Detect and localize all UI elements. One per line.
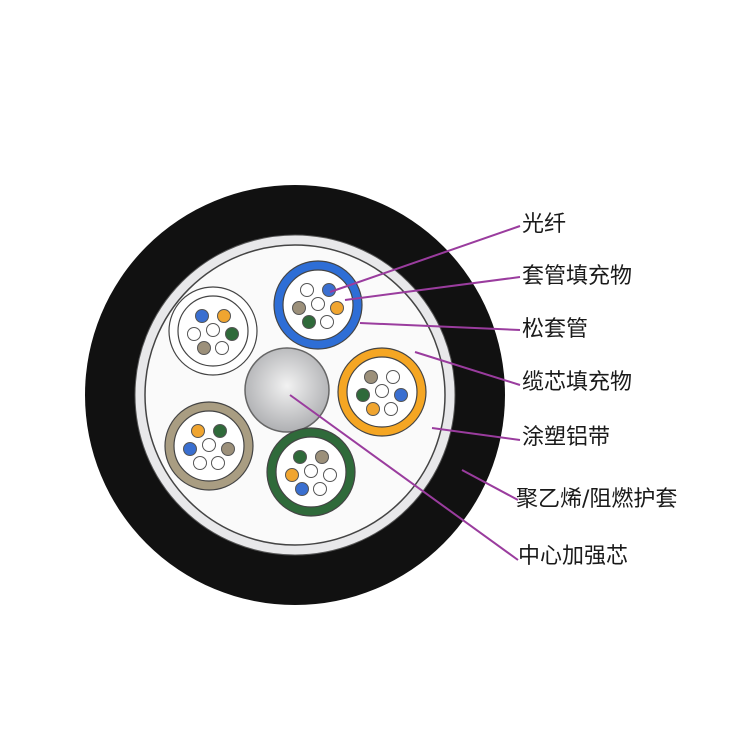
optical-fiber [311, 297, 325, 311]
optical-fiber [195, 309, 209, 323]
loose-tube-orange [337, 347, 427, 437]
optical-fiber [315, 450, 329, 464]
optical-fiber [183, 442, 197, 456]
leader-lines [289, 225, 521, 561]
leader-line-fiber [329, 225, 521, 293]
optical-fiber [384, 402, 398, 416]
label-core-filler: 缆芯填充物 [522, 370, 633, 395]
label-strength-member: 中心加强芯 [518, 544, 629, 569]
optical-fiber [320, 315, 334, 329]
optical-fiber [221, 442, 235, 456]
optical-fiber [293, 450, 307, 464]
optical-fiber [366, 402, 380, 416]
optical-fiber [202, 438, 216, 452]
loose-tube-white [168, 286, 258, 376]
leader-line-tube-filler [344, 276, 521, 301]
optical-fiber [295, 482, 309, 496]
leader-line-loose-tube [359, 322, 521, 331]
optical-fiber [375, 384, 389, 398]
optical-fiber [215, 341, 229, 355]
optical-fiber [206, 323, 220, 337]
central-strength-member [244, 347, 330, 433]
optical-fiber [313, 482, 327, 496]
leader-line-aluminum-tape [431, 427, 521, 441]
optical-fiber [285, 468, 299, 482]
optical-fiber [213, 424, 227, 438]
leader-line-core-filler [414, 351, 521, 386]
optical-fiber [356, 388, 370, 402]
loose-tube-blue [273, 260, 363, 350]
optical-fiber [197, 341, 211, 355]
optical-fiber [330, 301, 344, 315]
label-loose-tube: 松套管 [522, 317, 589, 342]
optical-fiber [323, 468, 337, 482]
optical-fiber [191, 424, 205, 438]
optical-fiber [386, 370, 400, 384]
loose-tubes [164, 260, 427, 517]
optical-fiber [187, 327, 201, 341]
loose-tube-tan [164, 401, 254, 491]
optical-fiber [300, 283, 314, 297]
optical-fiber [193, 456, 207, 470]
optical-fiber [225, 327, 239, 341]
optical-fiber [394, 388, 408, 402]
optical-fiber [304, 464, 318, 478]
leader-line-sheath [461, 469, 519, 501]
optical-fiber [364, 370, 378, 384]
optical-fiber [217, 309, 231, 323]
optical-fiber [302, 315, 316, 329]
label-tube-filler: 套管填充物 [522, 264, 633, 289]
label-aluminum-tape: 涂塑铝带 [522, 425, 611, 450]
label-sheath: 聚乙烯/阻燃护套 [516, 487, 678, 512]
label-fiber: 光纤 [522, 212, 567, 237]
loose-tube-green [266, 427, 356, 517]
leader-line-strength-member [289, 394, 519, 561]
optical-fiber [292, 301, 306, 315]
optical-fiber [211, 456, 225, 470]
